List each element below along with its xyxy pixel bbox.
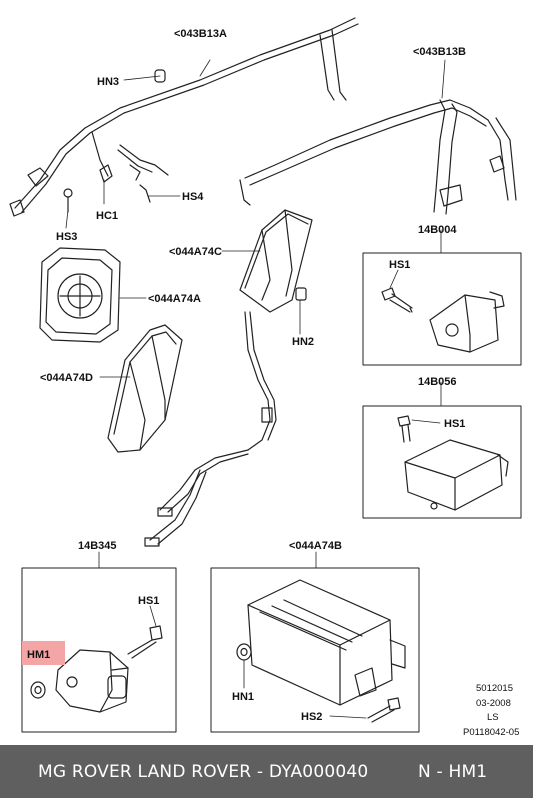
stamp-line-4: P0118042-05 (463, 727, 519, 738)
label-14b345[interactable]: 14B345 (78, 540, 117, 552)
stamp-line-1: 5012015 (476, 683, 513, 694)
label-043b13a[interactable]: <043B13A (174, 28, 227, 40)
drawing-stamp: 5012015 03-2008 LS P0118042-05 (463, 683, 519, 738)
footer-selection: N - HM1 (418, 761, 488, 782)
label-hm1[interactable]: HM1 (27, 649, 50, 661)
label-044a74d[interactable]: <044A74D (40, 372, 93, 384)
bolt-hs2-part[interactable] (367, 697, 401, 723)
label-hn3[interactable]: HN3 (97, 76, 119, 88)
footer-bar: MG ROVER LAND ROVER - DYA000040 N - HM1 (0, 745, 533, 798)
label-14b004[interactable]: 14B004 (418, 224, 457, 236)
passenger-airbag-module-part[interactable] (239, 209, 313, 313)
label-14b056[interactable]: 14B056 (418, 376, 457, 388)
footer-brand-part: MG ROVER LAND ROVER - DYA000040 (38, 761, 369, 782)
label-hs3[interactable]: HS3 (56, 231, 77, 243)
stamp-line-2: 03-2008 (476, 698, 511, 709)
label-14b056-hs1[interactable]: HS1 (444, 418, 465, 430)
nut-hn1-part[interactable] (236, 643, 252, 661)
stamp-line-3: LS (487, 712, 499, 723)
label-hs4[interactable]: HS4 (182, 191, 204, 203)
label-hc1[interactable]: HC1 (96, 210, 118, 222)
hm1-highlight (22, 641, 65, 665)
side-airbag-module-part[interactable] (107, 324, 183, 453)
airbag-module-044a74b-part[interactable] (247, 579, 406, 706)
curtain-airbag-left-part[interactable] (9, 17, 359, 217)
label-14b004-hs1[interactable]: HS1 (389, 259, 410, 271)
label-044a74c[interactable]: <044A74C (169, 246, 222, 258)
label-14b345-hs1[interactable]: HS1 (138, 595, 159, 607)
label-044a74b[interactable]: <044A74B (289, 540, 342, 552)
sensor-14b004-part[interactable] (429, 291, 505, 353)
nut-hm1-part[interactable] (30, 681, 46, 699)
bolt-hs1-14b004-part[interactable] (381, 287, 413, 313)
label-hs2[interactable]: HS2 (301, 711, 322, 723)
driver-airbag-module-part[interactable] (39, 247, 121, 343)
control-module-14b056-part[interactable] (404, 439, 509, 511)
parts-diagram: <043B13A <043B13B HN3 HC1 HS4 HS3 <044A7… (9, 17, 522, 738)
airbag-wiring-harness-part[interactable] (144, 311, 277, 547)
bolt-hs1-14b345-part[interactable] (127, 625, 163, 659)
label-hn1[interactable]: HN1 (232, 691, 254, 703)
label-044a74a[interactable]: <044A74A (148, 293, 201, 305)
label-hn2[interactable]: HN2 (292, 336, 314, 348)
bolt-hs1-14b056-part[interactable] (397, 415, 411, 443)
curtain-airbag-right-part[interactable] (239, 99, 517, 215)
impact-sensor-14b345-part[interactable] (55, 649, 129, 713)
label-043b13b[interactable]: <043B13B (413, 46, 466, 58)
